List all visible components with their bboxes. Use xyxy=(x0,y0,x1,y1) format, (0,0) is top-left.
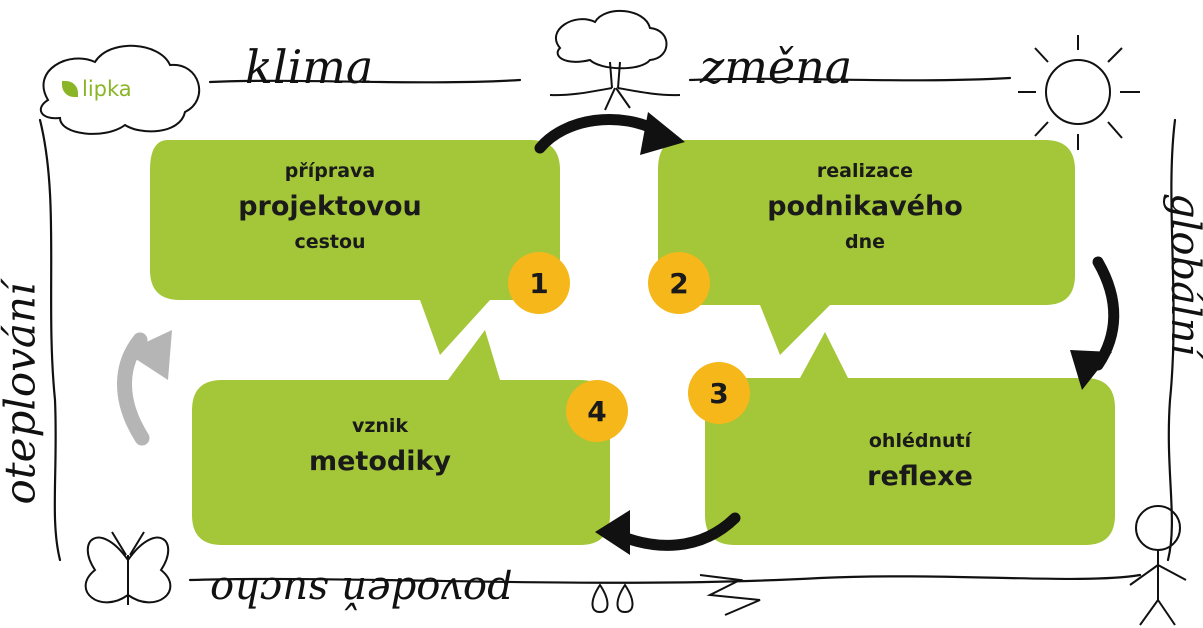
bubble-2-shape xyxy=(658,140,1075,355)
step-2-line3: dne xyxy=(844,231,885,254)
step-2-badge: 2 xyxy=(648,252,710,314)
hand-drawn-frame xyxy=(38,76,1177,584)
bubble-3-shape xyxy=(705,332,1115,545)
bubble-4-shape xyxy=(192,330,610,545)
step-1-line3: cestou xyxy=(294,231,366,254)
step-2-text: realizace podnikavého dne xyxy=(705,160,1025,254)
step-3-text: ohlédnutí reflexe xyxy=(790,430,1050,501)
arrow-2-to-3 xyxy=(1092,256,1120,371)
tree-doodle xyxy=(549,9,681,111)
step-4-line1: vznik xyxy=(351,415,409,437)
bubble-1-shape xyxy=(150,140,560,355)
handwritten-left-vertical: oteplování xyxy=(0,282,45,505)
weather-doodles xyxy=(591,574,761,616)
handwritten-top-left: klima xyxy=(245,40,374,94)
logo-text: lipka xyxy=(82,77,132,101)
speech-bubbles xyxy=(150,140,1115,545)
handwritten-right-vertical: globální xyxy=(1162,193,1203,357)
step-4-line2: metodiky xyxy=(308,445,452,477)
step-3-line2: reflexe xyxy=(867,460,973,492)
step-1-line2: projektovou xyxy=(238,190,422,222)
step-1-line1: příprava xyxy=(284,160,376,182)
step-4-badge: 4 xyxy=(566,380,628,442)
return-arrow-head xyxy=(125,330,172,380)
butterfly-doodle xyxy=(84,531,172,605)
step-3-badge: 3 xyxy=(688,362,750,424)
arrow-1-to-2 xyxy=(534,114,666,154)
arrow-3-to-4 xyxy=(612,512,741,551)
lipka-logo: lipka xyxy=(62,72,172,106)
handwritten-bottom: povodeň sucho xyxy=(210,568,513,614)
step-4-text: vznik metodiky xyxy=(250,415,510,486)
cloud-shape xyxy=(39,44,201,135)
sun-doodle xyxy=(1018,35,1140,150)
step-2-line1: realizace xyxy=(816,160,914,182)
handwritten-top-right: změna xyxy=(700,40,853,94)
step-1-text: příprava projektovou cestou xyxy=(180,160,480,254)
stick-figure-doodle xyxy=(1129,505,1187,626)
leaf-icon xyxy=(62,81,78,97)
step-1-badge: 1 xyxy=(508,252,570,314)
step-3-line1: ohlédnutí xyxy=(868,430,972,452)
step-2-line2: podnikavého xyxy=(767,190,963,222)
arrow-heads xyxy=(595,112,1112,555)
